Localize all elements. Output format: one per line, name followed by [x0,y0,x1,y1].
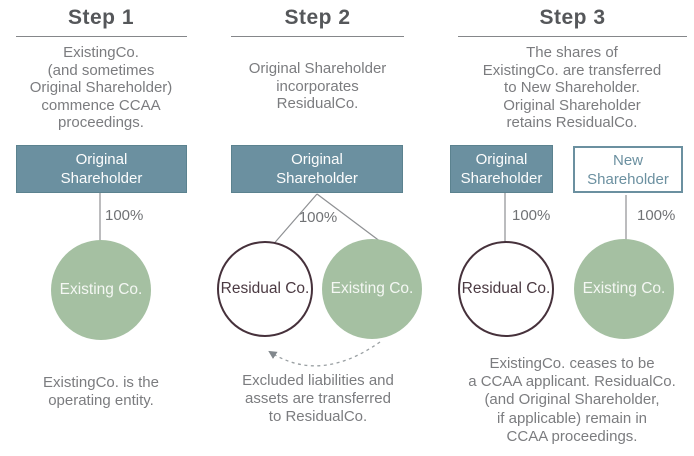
ownership-percent-step-1: 100% [105,207,144,224]
existing-co-circle-step-3: Existing Co. [574,239,674,339]
existing-co-circle-step-2: Existing Co. [322,239,422,339]
step-1-caption: ExistingCo. is the operating entity. [43,374,159,410]
original-shareholder-box-step-3: Original Shareholder [450,145,553,193]
original-shareholder-box-step-1: Original Shareholder [16,145,187,193]
step-2-title-rule [231,36,404,37]
step-2-caption: Excluded liabilities and assets are tran… [242,372,394,426]
ownership-line-step-2-residual [270,193,318,248]
existing-co-circle-step-1: Existing Co. [51,240,151,340]
ownership-line-step-2-existing [316,193,382,243]
ownership-percent-step-2: 100% [298,209,338,226]
original-shareholder-box-step-2: Original Shareholder [231,145,403,193]
ownership-percent-step-3-new: 100% [637,207,676,224]
new-shareholder-box-step-3: New Shareholder [573,146,683,193]
transfer-arrow [268,341,381,367]
step-2-title: Step 2 [284,6,351,29]
step-1-title: Step 1 [67,6,135,29]
step-3-description: The shares of ExistingCo. are transferre… [482,44,662,132]
step-2-description: Original Shareholder incorporates Residu… [248,60,387,113]
step-3-caption: ExistingCo. ceases to be a CCAA applican… [468,355,676,445]
step-3-title: Step 3 [539,6,606,29]
step-1-title-rule [16,36,187,37]
residual-co-circle-step-3: Residual Co. [458,241,554,337]
residual-co-circle-step-2: Residual Co. [217,241,313,337]
step-1-description: ExistingCo. (and sometimes Original Shar… [29,44,173,132]
step-3-title-rule [458,36,687,37]
ownership-percent-step-3-original: 100% [512,207,551,224]
